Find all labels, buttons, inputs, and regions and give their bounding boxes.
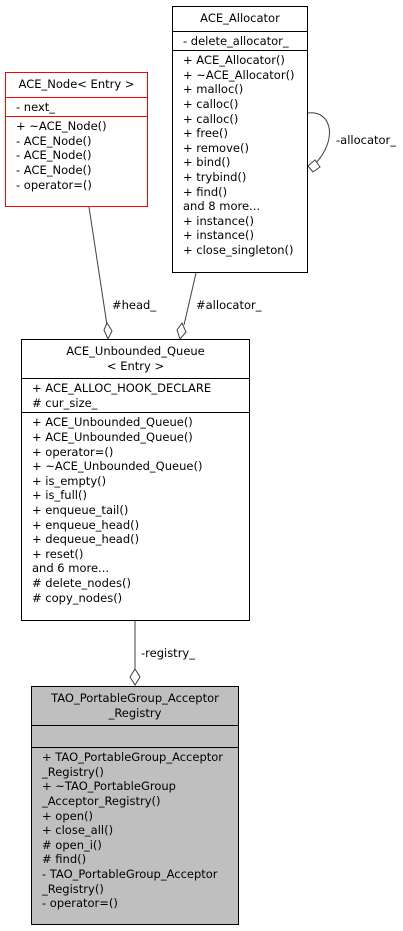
method: + malloc() [183,82,244,97]
attributes-section [32,725,238,747]
method: + enqueue_head() [32,517,140,532]
method: # open_i() [42,837,102,852]
attributes-section: - delete_allocator_ [173,30,307,51]
method: # find() [42,852,87,867]
method-continued: _Acceptor_Registry() [42,793,161,808]
method: + close_singleton() [183,242,294,257]
method: - ACE_Node() [16,162,92,177]
attribute: - delete_allocator_ [183,33,289,48]
edge-label-allocator: #allocator_ [196,298,262,312]
method: + is_full() [32,488,87,503]
method: # copy_nodes() [32,590,123,605]
more-members: and 8 more... [183,199,261,214]
method: - operator=() [16,177,92,192]
method: + ~ACE_Node() [16,119,107,134]
edge-allocator [183,272,197,326]
method: + ~TAO_PortableGroup [42,779,176,794]
methods-section: + ACE_Unbounded_Queue() + ACE_Unbounded_… [22,412,249,607]
method: + free() [183,126,228,141]
methods-section: + ACE_Allocator() + ~ACE_Allocator() + m… [173,50,307,259]
edge-label-registry: -registry_ [141,646,195,660]
methods-section: + ~ACE_Node() - ACE_Node() - ACE_Node() … [6,116,147,194]
class-name: ACE_Unbounded_Queue [66,344,205,358]
attributes-section: - next_ [6,96,147,117]
method: + dequeue_head() [32,532,140,547]
class-name: TAO_PortableGroup_Acceptor [51,691,219,705]
method: + ACE_Allocator() [183,53,285,68]
edge-head-diamond [103,321,113,341]
more-members: and 6 more... [32,561,110,576]
edge-label-head: #head_ [112,298,157,312]
class-tao-portablegroup-acceptor-registry[interactable]: TAO_PortableGroup_Acceptor _Registry + T… [31,686,239,925]
method: + instance() [183,228,254,243]
class-name-continued: _Registry [108,705,162,720]
edge-allocator-diamond [176,321,187,340]
edge-allocator-self [307,112,330,165]
class-name: ACE_Allocator [200,11,280,25]
edge-allocator-self-diamond [307,159,321,173]
method: - ACE_Node() [16,133,92,148]
method: + close_all() [42,823,114,838]
attribute: - next_ [16,99,56,114]
method-continued: _Registry() [42,881,104,896]
class-title: ACE_Unbounded_Queue < Entry > [22,340,249,378]
attribute: + ACE_ALLOC_HOOK_DECLARE [32,381,212,396]
method-continued: _Registry() [42,764,104,779]
class-ace-unbounded-queue[interactable]: ACE_Unbounded_Queue < Entry > + ACE_ALLO… [21,339,250,621]
method: # delete_nodes() [32,575,131,590]
class-title: ACE_Node< Entry > [6,73,147,97]
method: + ~ACE_Allocator() [183,67,295,82]
class-name-template: < Entry > [106,358,165,373]
method: + instance() [183,213,254,228]
methods-section: + TAO_PortableGroup_Acceptor _Registry()… [32,747,238,913]
method: + operator=() [32,444,114,459]
class-ace-node[interactable]: ACE_Node< Entry > - next_ + ~ACE_Node() … [5,72,148,207]
attributes-section: + ACE_ALLOC_HOOK_DECLARE # cur_size_ [22,378,249,412]
method: + enqueue_tail() [32,502,129,517]
method: + reset() [32,546,84,561]
method: + open() [42,808,93,823]
attribute: # cur_size_ [32,395,98,410]
class-ace-allocator[interactable]: ACE_Allocator - delete_allocator_ + ACE_… [172,6,308,273]
edge-registry-diamond [129,668,141,686]
method: + remove() [183,140,249,155]
method: + calloc() [183,111,239,126]
method: + ~ACE_Unbounded_Queue() [32,459,203,474]
method: + bind() [183,155,231,170]
method: + trybind() [183,169,247,184]
edge-label-allocator-self: -allocator_ [336,133,397,147]
method: + ACE_Unbounded_Queue() [32,415,193,430]
class-title: TAO_PortableGroup_Acceptor _Registry [32,687,238,725]
method: + is_empty() [32,473,107,488]
method: - operator=() [42,896,118,911]
method: + find() [183,184,228,199]
method: - TAO_PortableGroup_Acceptor [42,866,218,881]
class-name: ACE_Node< Entry > [18,77,135,91]
method: + calloc() [183,96,239,111]
method: + ACE_Unbounded_Queue() [32,429,193,444]
method: - ACE_Node() [16,148,92,163]
class-title: ACE_Allocator [173,7,307,31]
method: + TAO_PortableGroup_Acceptor [42,750,224,765]
edge-head [88,206,108,326]
